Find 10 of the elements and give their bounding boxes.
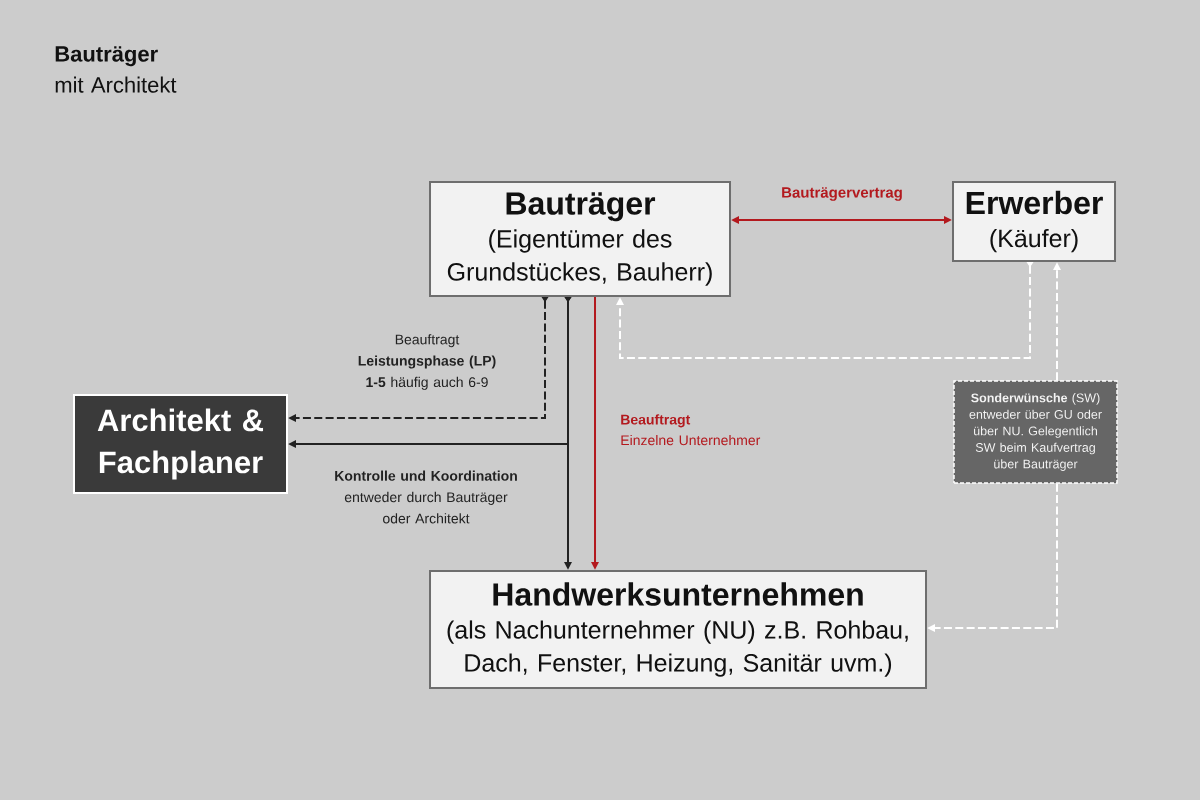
role-box: Bauträger (Eigentümer des Grundstückes, Bauherr) (429, 181, 731, 297)
role-box: Erwerber (Käufer) (952, 181, 1116, 262)
note-box: Sonderwünsche (SW) entweder über GU oder über NU. Gelegentlich SW beim Kaufvertrag über Bauträger (953, 380, 1118, 484)
edge-label: Beauftragt Einzelne Unternehmer (621, 414, 761, 446)
title: Bauträger mit Architekt (55, 46, 177, 93)
role-box: Handwerksunternehmen (als Nachunternehmer (NU) z.B. Rohbau, Dach, Fenster, Heizung, Sanitär uvm.) (429, 570, 927, 689)
edge-label: Bauträgervertrag (782, 187, 902, 201)
edge-label: Kontrolle und Koordination entweder durch Bauträger oder Architekt (335, 470, 517, 524)
edge-label: Beauftragt Leistungsphase (LP) 1-5 häufig auch 6-9 (358, 334, 496, 390)
role-box: Architekt & Fachplaner (73, 394, 288, 494)
